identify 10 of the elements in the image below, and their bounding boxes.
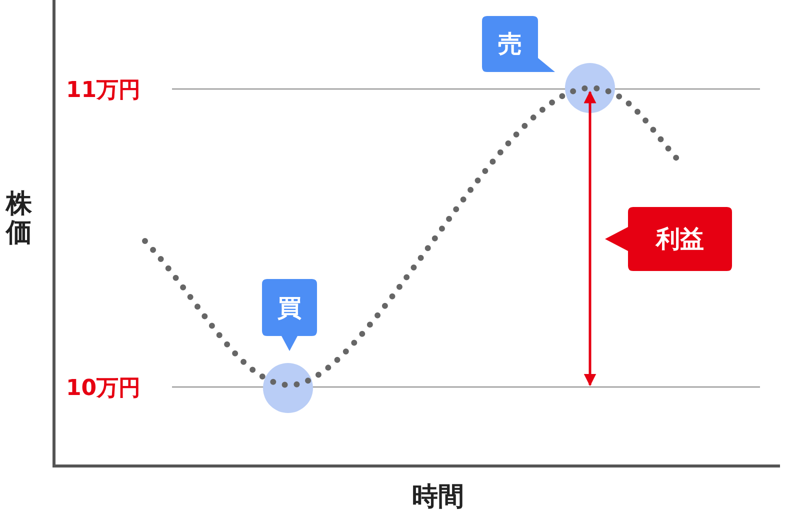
speech-bubble xyxy=(605,207,732,271)
tick-label: 11万円 xyxy=(66,77,141,105)
axis-title: 株価 xyxy=(6,190,32,248)
tick-label: 10万円 xyxy=(66,375,141,403)
bubble-label: 買 xyxy=(278,296,302,320)
bubble-label: 売 xyxy=(498,32,522,56)
speech-bubble xyxy=(482,16,555,72)
speech-bubble xyxy=(262,279,317,351)
axis-title: 時間 xyxy=(412,481,464,514)
bubble-label: 利益 xyxy=(656,227,704,251)
